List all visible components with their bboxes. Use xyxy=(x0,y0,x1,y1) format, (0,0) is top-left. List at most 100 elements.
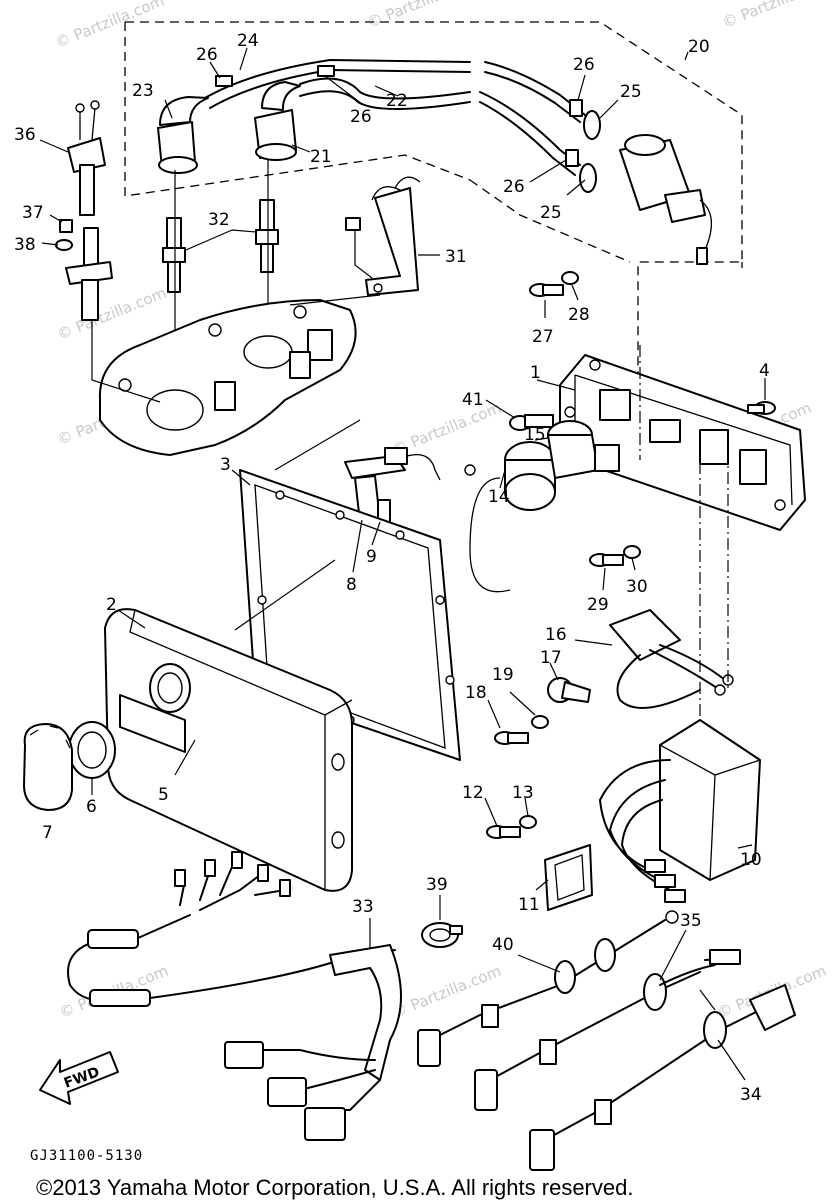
lead-40 xyxy=(417,910,679,1067)
callout-39: 39 xyxy=(426,875,448,895)
callout-3: 3 xyxy=(220,455,231,475)
callout-7: 7 xyxy=(42,823,53,843)
callout-15: 15 xyxy=(524,425,546,445)
callout-38: 38 xyxy=(14,235,36,255)
callout-4: 4 xyxy=(759,361,770,381)
hose-clamp-26 xyxy=(317,65,335,77)
callout-33: 33 xyxy=(352,897,374,917)
hose-clamp-26 xyxy=(215,75,233,87)
spark-plug-32 xyxy=(255,199,279,273)
callout-24: 24 xyxy=(237,31,259,51)
high-tension-lead-continued xyxy=(479,61,586,176)
clamp-39 xyxy=(421,922,463,948)
callout-26: 26 xyxy=(196,45,218,65)
plug-cap-21 xyxy=(254,81,301,161)
ignition-coil xyxy=(619,134,712,265)
wire-harness-16 xyxy=(609,609,734,709)
callout-11: 11 xyxy=(518,895,540,915)
electrical-box-1 xyxy=(559,354,806,531)
callout-14: 14 xyxy=(488,487,510,507)
screw-18 xyxy=(494,731,529,745)
callout-22: 22 xyxy=(386,91,408,111)
watermark: © Partzilla.com xyxy=(365,0,479,32)
callout-labels: 1 2 3 4 5 6 7 8 9 10 11 12 13 14 15 16 1… xyxy=(14,31,770,1105)
cap-7 xyxy=(23,723,73,811)
forward-arrow-icon: FWD xyxy=(39,1051,119,1105)
copyright-notice: ©2013 Yamaha Motor Corporation, U.S.A. A… xyxy=(36,1175,633,1200)
bolt-41 xyxy=(509,414,554,431)
callout-5: 5 xyxy=(158,785,169,805)
callout-40: 40 xyxy=(492,935,514,955)
callout-30: 30 xyxy=(626,577,648,597)
washer-28 xyxy=(561,271,579,285)
cover-gasket-leader xyxy=(234,419,361,631)
callout-13: 13 xyxy=(512,783,534,803)
grommet-25 xyxy=(579,163,597,193)
fuse-holder-8 xyxy=(344,447,441,523)
cylinder-head xyxy=(98,299,357,456)
callout-23: 23 xyxy=(132,81,154,101)
callout-17: 17 xyxy=(540,648,562,668)
clamp-leader xyxy=(699,989,716,1011)
callout-36: 36 xyxy=(14,125,36,145)
lead-34 xyxy=(529,984,796,1171)
bracket-leader xyxy=(289,230,381,306)
bolt-37 xyxy=(59,219,73,233)
cdi-unit-10 xyxy=(599,719,761,903)
screw-12 xyxy=(486,825,521,839)
callout-27: 27 xyxy=(532,327,554,347)
washer-38 xyxy=(55,239,73,251)
hose-clamp-26 xyxy=(569,99,583,117)
plug-cap-23 xyxy=(157,96,209,174)
callout-2: 2 xyxy=(106,595,117,615)
electrical-box-cover-2 xyxy=(104,608,353,892)
watermark: © Partzilla.com xyxy=(55,284,169,344)
grommet-25 xyxy=(583,110,601,140)
callout-21: 21 xyxy=(310,147,332,167)
wire-harness-33 xyxy=(67,851,402,1141)
high-tension-lead-22 xyxy=(299,77,471,110)
callout-1: 1 xyxy=(530,363,541,383)
callout-25: 25 xyxy=(540,203,562,223)
screw-27 xyxy=(529,283,564,297)
screw-31 xyxy=(345,217,361,231)
callout-37: 37 xyxy=(22,203,44,223)
seal-6 xyxy=(68,721,116,779)
callout-9: 9 xyxy=(366,547,377,567)
callout-32: 32 xyxy=(208,210,230,230)
lead-35 xyxy=(474,949,741,1111)
callout-41: 41 xyxy=(462,390,484,410)
callout-12: 12 xyxy=(462,783,484,803)
callout-leaders xyxy=(39,47,766,1081)
starter-relay-14 xyxy=(464,441,556,593)
spark-plug-32 xyxy=(162,217,186,293)
washer-30 xyxy=(623,545,641,559)
callout-34: 34 xyxy=(740,1085,762,1105)
callout-19: 19 xyxy=(492,665,514,685)
callout-28: 28 xyxy=(568,305,590,325)
callout-18: 18 xyxy=(465,683,487,703)
wire-bracket-31 xyxy=(365,176,421,296)
callout-20: 20 xyxy=(688,37,710,57)
callout-26: 26 xyxy=(503,177,525,197)
watermark: © Partzilla.com xyxy=(53,0,167,52)
callout-16: 16 xyxy=(545,625,567,645)
sensor-leader xyxy=(91,320,161,403)
screw-29 xyxy=(589,553,624,567)
washer-19 xyxy=(531,715,549,729)
ignition-coil-assembly-boundary-lower xyxy=(469,179,631,263)
clamp-17 xyxy=(547,677,591,703)
rectifier-15 xyxy=(547,420,620,479)
sensor-bracket xyxy=(65,227,113,321)
callout-6: 6 xyxy=(86,797,97,817)
callout-10: 10 xyxy=(740,850,762,870)
alignment-line xyxy=(639,345,729,720)
hose-clamp-26 xyxy=(565,149,579,167)
ignition-coil-assembly-boundary xyxy=(124,21,743,388)
callout-26: 26 xyxy=(573,55,595,75)
diagram-code: GJ31100-5130 xyxy=(30,1148,143,1164)
high-tension-lead-24 xyxy=(204,59,471,109)
bracket-11 xyxy=(544,844,593,911)
callout-26: 26 xyxy=(350,107,372,127)
